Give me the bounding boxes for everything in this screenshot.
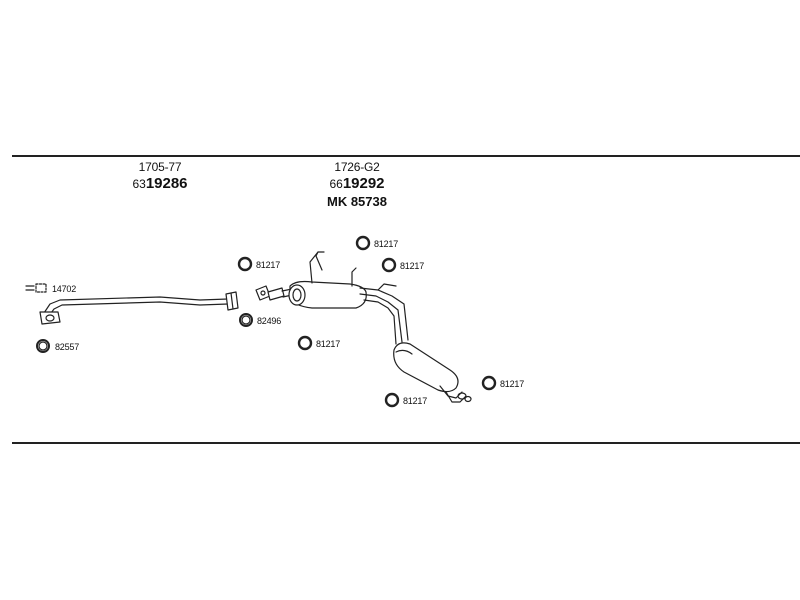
part-label-14702: 14702 bbox=[52, 284, 77, 294]
part-label-81217-c: 81217 bbox=[400, 261, 425, 271]
part-label-82557: 82557 bbox=[55, 342, 80, 352]
ring-81217-b-icon bbox=[355, 235, 371, 251]
ring-81217-a-icon bbox=[237, 256, 253, 272]
ring-81217-f-icon bbox=[384, 392, 400, 408]
mounting-kit-code: MK 85738 bbox=[327, 194, 387, 209]
ring-82496-icon bbox=[239, 313, 253, 327]
ring-81217-c-icon bbox=[381, 257, 397, 273]
rear-silencer-code-block: 1726-G2 6619292 MK 85738 bbox=[312, 160, 402, 210]
front-pipe-main-number: 19286 bbox=[145, 175, 188, 192]
ring-81217-e-icon bbox=[481, 375, 497, 391]
ring-81217-d-icon bbox=[297, 335, 313, 351]
rear-silencer-prefix: 66 bbox=[329, 177, 343, 191]
part-label-81217-d: 81217 bbox=[316, 339, 341, 349]
front-pipe-prefix: 63 bbox=[132, 177, 146, 191]
center-silencer-shape bbox=[255, 251, 367, 309]
part-label-81217-f: 81217 bbox=[403, 396, 428, 406]
gasket-14702-icon bbox=[25, 283, 47, 293]
top-divider bbox=[12, 155, 800, 157]
front-pipe-number: 6319286 bbox=[120, 174, 200, 194]
tail-pipes-shape bbox=[359, 283, 409, 345]
front-pipe-ref: 1705-77 bbox=[138, 160, 182, 174]
front-pipe-code-block: 1705-77 6319286 bbox=[120, 160, 200, 194]
rear-silencer-shape bbox=[393, 342, 472, 403]
part-label-81217-e: 81217 bbox=[500, 379, 525, 389]
rear-silencer-ref: 1726-G2 bbox=[334, 160, 380, 174]
part-label-81217-a: 81217 bbox=[256, 260, 281, 270]
ring-82557-icon bbox=[36, 339, 50, 353]
rear-silencer-number: 6619292 bbox=[312, 174, 402, 194]
part-label-82496: 82496 bbox=[257, 316, 282, 326]
bottom-divider bbox=[12, 442, 800, 444]
rear-silencer-main-number: 19292 bbox=[342, 175, 385, 192]
part-label-81217-b: 81217 bbox=[374, 239, 399, 249]
front-pipe-shape bbox=[39, 291, 239, 325]
